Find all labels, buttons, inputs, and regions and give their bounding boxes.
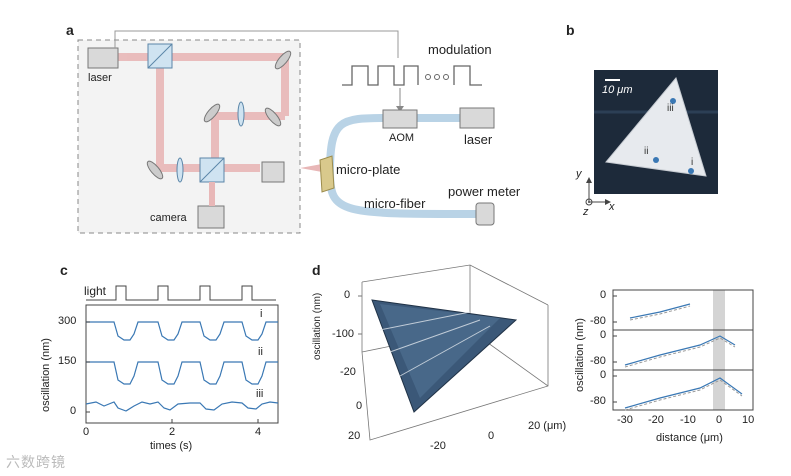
laser-right-label: laser (464, 132, 493, 147)
aom-label: AOM (389, 132, 415, 144)
profile-ytick-top-80: -80 (590, 315, 606, 327)
profile-xtick-3: -10 (680, 414, 696, 426)
power-meter-icon (475, 202, 495, 226)
profile-xtick-4: 0 (716, 414, 723, 426)
watermark-logo: 六数跨镜 (6, 454, 66, 470)
micro-plate-icon (319, 155, 335, 193)
point-iii-marker (670, 98, 676, 104)
point-i-label: i (691, 157, 694, 168)
axis-z-label: z (583, 206, 589, 218)
mirror-icon (264, 107, 282, 127)
mirror-icon (203, 103, 221, 123)
point-ii-marker (653, 157, 659, 163)
xtick-2: 2 (169, 426, 176, 438)
axis-x-label: x (609, 201, 615, 213)
trace-iii (85, 401, 279, 412)
profile-frame-bot (612, 369, 754, 411)
bottom-tick-1: -20 (430, 440, 446, 452)
trace-i-label: i (260, 308, 263, 320)
profile-xlabel: distance (μm) (656, 432, 723, 444)
highlight-band (713, 290, 725, 410)
trace-iii-label: iii (256, 388, 264, 400)
trace-ii (86, 361, 278, 385)
ytick-150: 150 (58, 355, 77, 367)
scale-label: 10 μm (602, 84, 633, 96)
xtick-0: 0 (83, 426, 90, 438)
ytick-300: 300 (58, 315, 77, 327)
lens-icon (237, 101, 245, 127)
modulation-wave (342, 65, 419, 86)
power-meter-label: power meter (448, 184, 521, 199)
profile-top (629, 303, 691, 319)
profile-xtick-1: -30 (617, 414, 633, 426)
profile-mid (624, 335, 736, 366)
left-tick-2: 0 (356, 400, 363, 412)
bottom-tick-2: 0 (488, 430, 495, 442)
trace-ii-label: ii (258, 346, 263, 358)
xtick-4: 4 (255, 426, 262, 438)
micro-fiber-label: micro-fiber (364, 196, 426, 211)
beam-splitter-top (147, 43, 173, 69)
ztick-0: 0 (344, 289, 351, 301)
profile-ytick-mid-0: 0 (600, 329, 607, 341)
profile-bot (624, 377, 743, 409)
profile-xtick-5: 10 (742, 414, 755, 426)
point-i-marker (688, 168, 694, 174)
setup-enclosure (77, 39, 301, 234)
triangle-plate (605, 76, 707, 177)
ztick-100: -100 (332, 328, 355, 340)
focused-beam (300, 164, 322, 172)
point-ii-label: ii (644, 146, 649, 157)
laser-left-label: laser (88, 72, 112, 84)
profile-frame-mid (612, 329, 754, 371)
profile-ytick-top-0: 0 (600, 289, 607, 301)
profile-ytick-bot-0: 0 (600, 369, 607, 381)
laser-left-icon (87, 47, 119, 69)
lens-icon (176, 157, 184, 183)
control-line (114, 30, 399, 58)
micro-plate-label: micro-plate (336, 162, 401, 177)
camera-label: camera (150, 212, 187, 224)
ytick-0: 0 (70, 405, 77, 417)
laser-right-icon (459, 107, 495, 129)
panel-c-label: c (60, 262, 68, 278)
modulation-label: modulation (428, 42, 492, 57)
left-tick-3: 20 (348, 430, 361, 442)
objective-icon (261, 161, 285, 183)
profile-ytick-mid-80: -80 (590, 355, 606, 367)
panel-a-label: a (66, 22, 74, 38)
panel-b-label: b (566, 22, 575, 38)
beam-splitter-bottom (199, 157, 225, 183)
panel-d-label: d (312, 262, 321, 278)
bottom-tick-3: 20 (μm) (528, 420, 567, 432)
aom-icon (382, 109, 418, 129)
profile-frame-top (612, 289, 754, 331)
point-iii-label: iii (667, 103, 674, 114)
left-tick-1: -20 (340, 366, 356, 378)
trace-i (86, 321, 278, 341)
mirror-icon (274, 50, 292, 70)
profile-ylabel: oscillation (nm) (574, 318, 586, 392)
mirror-icon (146, 160, 164, 180)
profile-xtick-2: -20 (648, 414, 664, 426)
light-label: light (84, 284, 107, 298)
plot-frame (85, 304, 279, 424)
xlabel: times (s) (150, 440, 193, 452)
light-pulse-trace (86, 285, 276, 301)
profile-ytick-bot-80: -80 (590, 395, 606, 407)
axis-y-label: y (576, 168, 582, 180)
